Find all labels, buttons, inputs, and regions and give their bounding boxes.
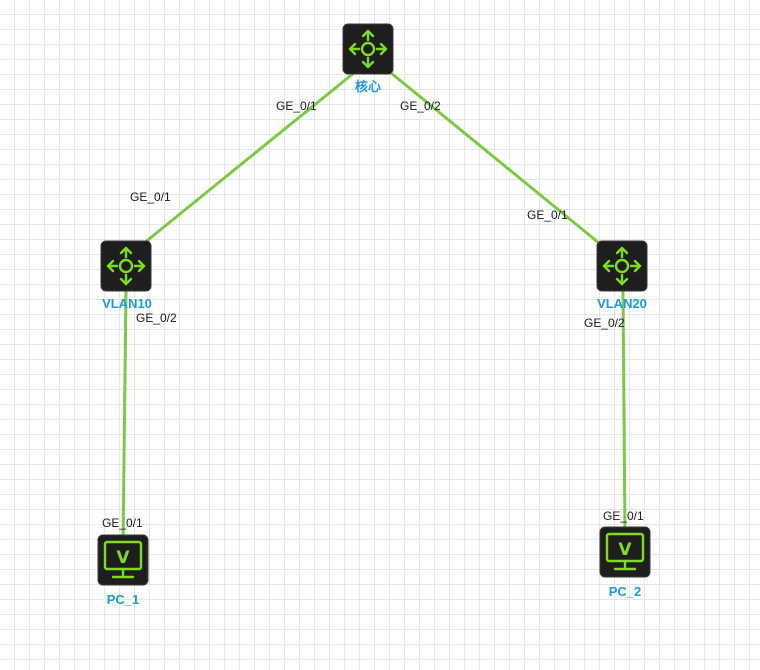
node-pc1[interactable]: V	[97, 534, 149, 586]
node-label-core: 核心	[355, 79, 381, 94]
link-vlan10-pc1[interactable]	[121, 289, 128, 546]
link-core-vlan10[interactable]	[132, 66, 361, 254]
node-label-pc2: PC_2	[609, 584, 642, 599]
router-icon	[342, 23, 394, 75]
port-label-vlan10-ge01: GE_0/1	[130, 190, 171, 204]
node-core[interactable]	[342, 23, 394, 75]
node-pc2[interactable]: V	[599, 526, 651, 578]
link-core-vlan20[interactable]	[384, 66, 611, 254]
link-vlan20-pc2[interactable]	[621, 289, 627, 538]
node-vlan10[interactable]	[100, 240, 152, 292]
port-label-vlan10-ge02: GE_0/2	[136, 311, 177, 325]
port-label-vlan20-ge02: GE_0/2	[584, 316, 625, 330]
port-label-core-ge02: GE_0/2	[400, 99, 441, 113]
router-icon	[596, 240, 648, 292]
pc-screen-glyph: V	[116, 548, 130, 568]
pc-monitor-icon: V	[97, 534, 149, 586]
node-vlan20[interactable]	[596, 240, 648, 292]
node-label-pc1: PC_1	[107, 592, 140, 607]
pc-screen-glyph: V	[618, 540, 632, 560]
node-label-vlan10: VLAN10	[102, 296, 152, 311]
router-icon	[100, 240, 152, 292]
node-label-vlan20: VLAN20	[597, 296, 647, 311]
pc-monitor-icon: V	[599, 526, 651, 578]
port-label-vlan20-ge01: GE_0/1	[527, 208, 568, 222]
port-label-pc2-ge01: GE_0/1	[603, 509, 644, 523]
port-label-core-ge01: GE_0/1	[276, 99, 317, 113]
port-label-pc1-ge01: GE_0/1	[102, 516, 143, 530]
